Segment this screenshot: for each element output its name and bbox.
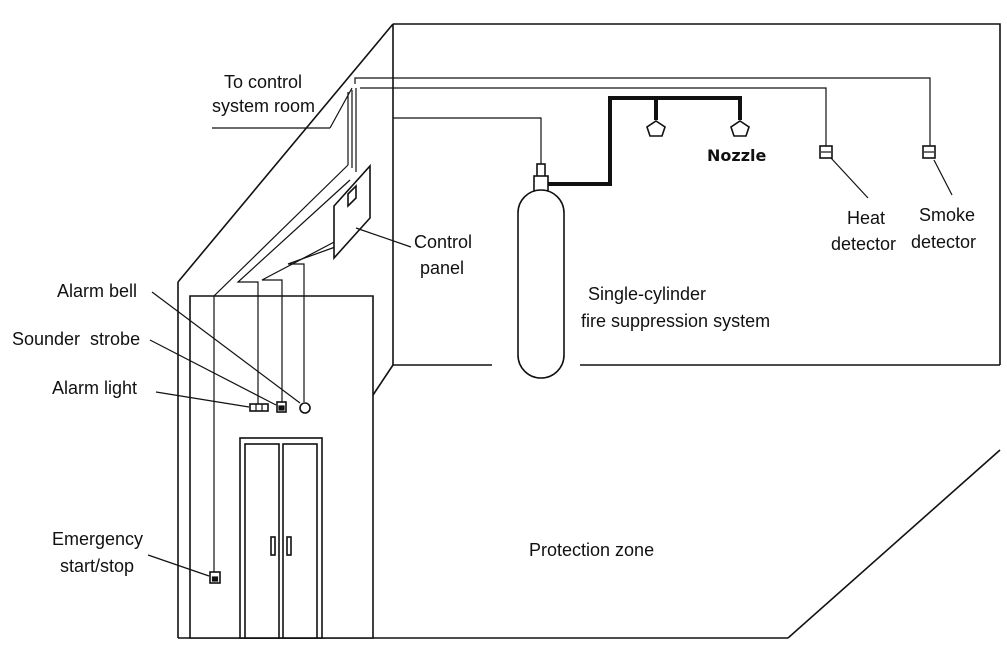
- sounder-strobe-lens: [278, 405, 285, 411]
- control-panel-box: [333, 163, 371, 261]
- label-control-panel-line1: Control: [414, 232, 472, 252]
- label-sounder-strobe: Sounder strobe: [12, 329, 140, 349]
- leader-sounder-strobe: [149, 339, 277, 406]
- label-smoke-detector-line1: Smoke: [919, 205, 975, 225]
- label-smoke-detector-line2: detector: [911, 232, 976, 252]
- alarm-bell-icon: [299, 402, 311, 414]
- door-left-handle: [270, 536, 276, 556]
- wire-smoke-detector: [354, 77, 931, 146]
- wire-cylinder: [393, 117, 542, 165]
- discharge-pipe: [548, 96, 742, 186]
- label-heat-detector-line2: detector: [831, 234, 896, 254]
- label-control-panel-line2: panel: [420, 258, 464, 278]
- floor-right-edge: [787, 449, 1001, 639]
- label-alarm-light: Alarm light: [52, 378, 137, 398]
- wall-devices: [209, 401, 311, 584]
- label-heat-detector-line1: Heat: [847, 208, 885, 228]
- alarm-light-icon: [249, 403, 269, 412]
- leader-heat-detector: [830, 157, 869, 199]
- front-wall: [189, 295, 374, 639]
- wiring: [212, 77, 931, 572]
- labels: To control system room Nozzle Heat detec…: [12, 72, 976, 576]
- label-control-room-line1: To control: [224, 72, 302, 92]
- label-emergency-line1: Emergency: [52, 529, 143, 549]
- wire-emergency-station: [213, 164, 349, 572]
- label-emergency-line2: start/stop: [60, 556, 134, 576]
- label-alarm-bell: Alarm bell: [57, 281, 137, 301]
- wire-heat-detector: [360, 87, 827, 146]
- cylinder-body: [517, 189, 565, 379]
- label-cylinder-line1: Single-cylinder: [588, 284, 706, 304]
- leader-alarm-light: [155, 391, 250, 408]
- nozzle-icon-right: [730, 120, 750, 137]
- leader-smoke-detector: [933, 159, 953, 196]
- detectors: [819, 145, 936, 159]
- label-cylinder-line2: fire suppression system: [581, 311, 770, 331]
- suppression-system: [517, 96, 750, 379]
- label-control-room-line2: system room: [212, 96, 315, 116]
- emergency-station-button: [211, 576, 219, 582]
- floor-corner-edge: [372, 364, 394, 396]
- door-right-handle: [286, 536, 292, 556]
- leader-emergency-station: [147, 554, 210, 577]
- leader-alarm-bell: [151, 291, 301, 404]
- label-protection-zone: Protection zone: [529, 540, 654, 560]
- leader-control-panel: [355, 227, 412, 248]
- leader-lines: [147, 157, 953, 577]
- ceiling-left-edge: [177, 23, 394, 283]
- wire-alarm-light: [236, 179, 351, 404]
- back-wall-top-right-edge: [393, 23, 1001, 365]
- wire-alarm-bell: [287, 245, 339, 402]
- control-panel: [333, 163, 371, 261]
- wire-to-control-room-rise: [329, 87, 353, 129]
- control-panel-display: [347, 184, 357, 208]
- label-nozzle: Nozzle: [707, 146, 766, 165]
- nozzle-icon-left: [646, 120, 666, 137]
